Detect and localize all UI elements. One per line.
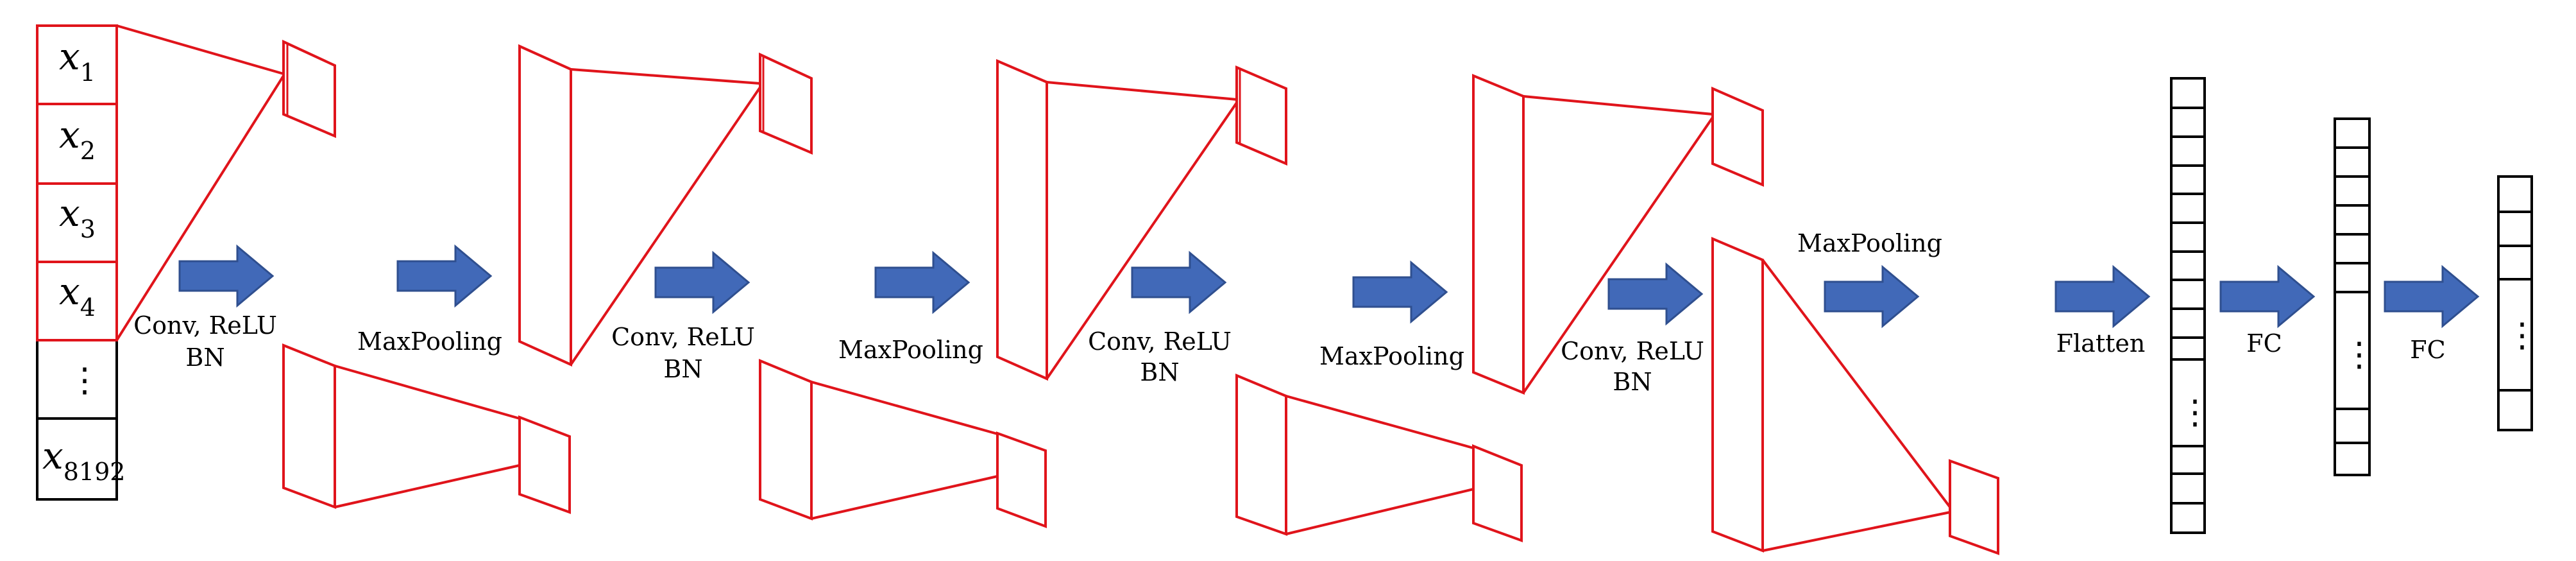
conv-label-1-line1: Conv, ReLU <box>133 311 277 340</box>
input-cell-x2: x2 <box>59 113 96 165</box>
flatten-ellipsis: ⋮ <box>2178 393 2212 432</box>
conv-label-1-line2: BN <box>185 343 225 372</box>
fc-arrow-2 <box>2384 266 2479 327</box>
input-highlight-cell-4 <box>36 261 118 341</box>
conv-arrow-1 <box>178 245 274 307</box>
feature-map-1 <box>282 343 336 509</box>
pool-arrow-2 <box>874 252 970 313</box>
pool-patch-3 <box>1472 444 1523 542</box>
input-cell-x1: x1 <box>59 35 96 87</box>
conv-label-4-line2: BN <box>1613 368 1652 396</box>
classifier-head: Flatten ⋮ FC <box>2055 77 2539 534</box>
feature-map-4 <box>1711 236 1764 553</box>
flatten-vector: ⋮ <box>2170 77 2212 534</box>
pool-label-1: MaxPooling <box>357 327 502 356</box>
input-cell-x4: x4 <box>59 270 96 322</box>
input-vector: x1 x2 x3 x4 ⋮ x8192 <box>36 24 125 501</box>
conv-label-4-line1: Conv, ReLU <box>1561 337 1704 365</box>
pool-label-4: MaxPooling <box>1797 229 1942 257</box>
kernel-patch <box>282 39 336 139</box>
stage-1: Conv, ReLU BN MaxPooling <box>115 24 571 514</box>
pooled-map-1 <box>518 44 572 367</box>
pool-patch-2 <box>996 431 1047 528</box>
flatten-arrow <box>2055 266 2150 327</box>
pool-arrow-1 <box>396 245 492 307</box>
stage-2: Conv, ReLU BN MaxPooling <box>518 44 1047 528</box>
feature-map-2 <box>759 359 813 521</box>
conv-label-3-line2: BN <box>1140 358 1179 386</box>
receptive-field-line <box>115 74 285 341</box>
fc1-ellipsis: ⋮ <box>2343 336 2376 374</box>
feature-map-3 <box>1235 374 1287 536</box>
fc-vector-1: ⋮ <box>2334 117 2376 476</box>
conv-arrow-2 <box>654 252 750 313</box>
pool-label-3: MaxPooling <box>1319 342 1464 370</box>
receptive-field-line <box>116 24 284 75</box>
kernel-patch <box>1711 86 1764 187</box>
pooled-map-3 <box>1472 74 1525 395</box>
flatten-label: Flatten <box>2056 329 2146 358</box>
fc-arrow-1 <box>2219 266 2315 327</box>
pool-patch-4 <box>1949 459 1999 555</box>
conv-label-2-line2: BN <box>663 355 702 383</box>
pool-arrow-4 <box>1824 266 1919 327</box>
conv-label-3-line1: Conv, ReLU <box>1088 327 1232 356</box>
kernel-patch <box>759 52 813 155</box>
conv-arrow-4 <box>1607 263 1703 325</box>
input-cell-ellipsis: ⋮ <box>68 361 101 400</box>
fc-label-1: FC <box>2246 329 2282 358</box>
fc-label-2: FC <box>2410 336 2445 364</box>
conv-label-2-line1: Conv, ReLU <box>611 323 755 351</box>
conv-arrow-3 <box>1131 252 1226 313</box>
input-cell-x3: x3 <box>59 191 96 243</box>
pooled-map-2 <box>996 58 1048 381</box>
pool-patch-1 <box>518 415 571 514</box>
pool-label-2: MaxPooling <box>838 336 983 364</box>
pool-arrow-3 <box>1352 261 1448 323</box>
kernel-patch <box>1235 65 1287 166</box>
stage-4: Conv, ReLU BN MaxPooling <box>1472 74 1999 555</box>
stage-3: Conv, ReLU BN MaxPooling <box>996 58 1523 542</box>
fc-vector-2: ⋮ <box>2497 175 2539 431</box>
fc2-ellipsis: ⋮ <box>2505 316 2539 355</box>
input-cell-x8192: x8192 <box>42 434 125 486</box>
